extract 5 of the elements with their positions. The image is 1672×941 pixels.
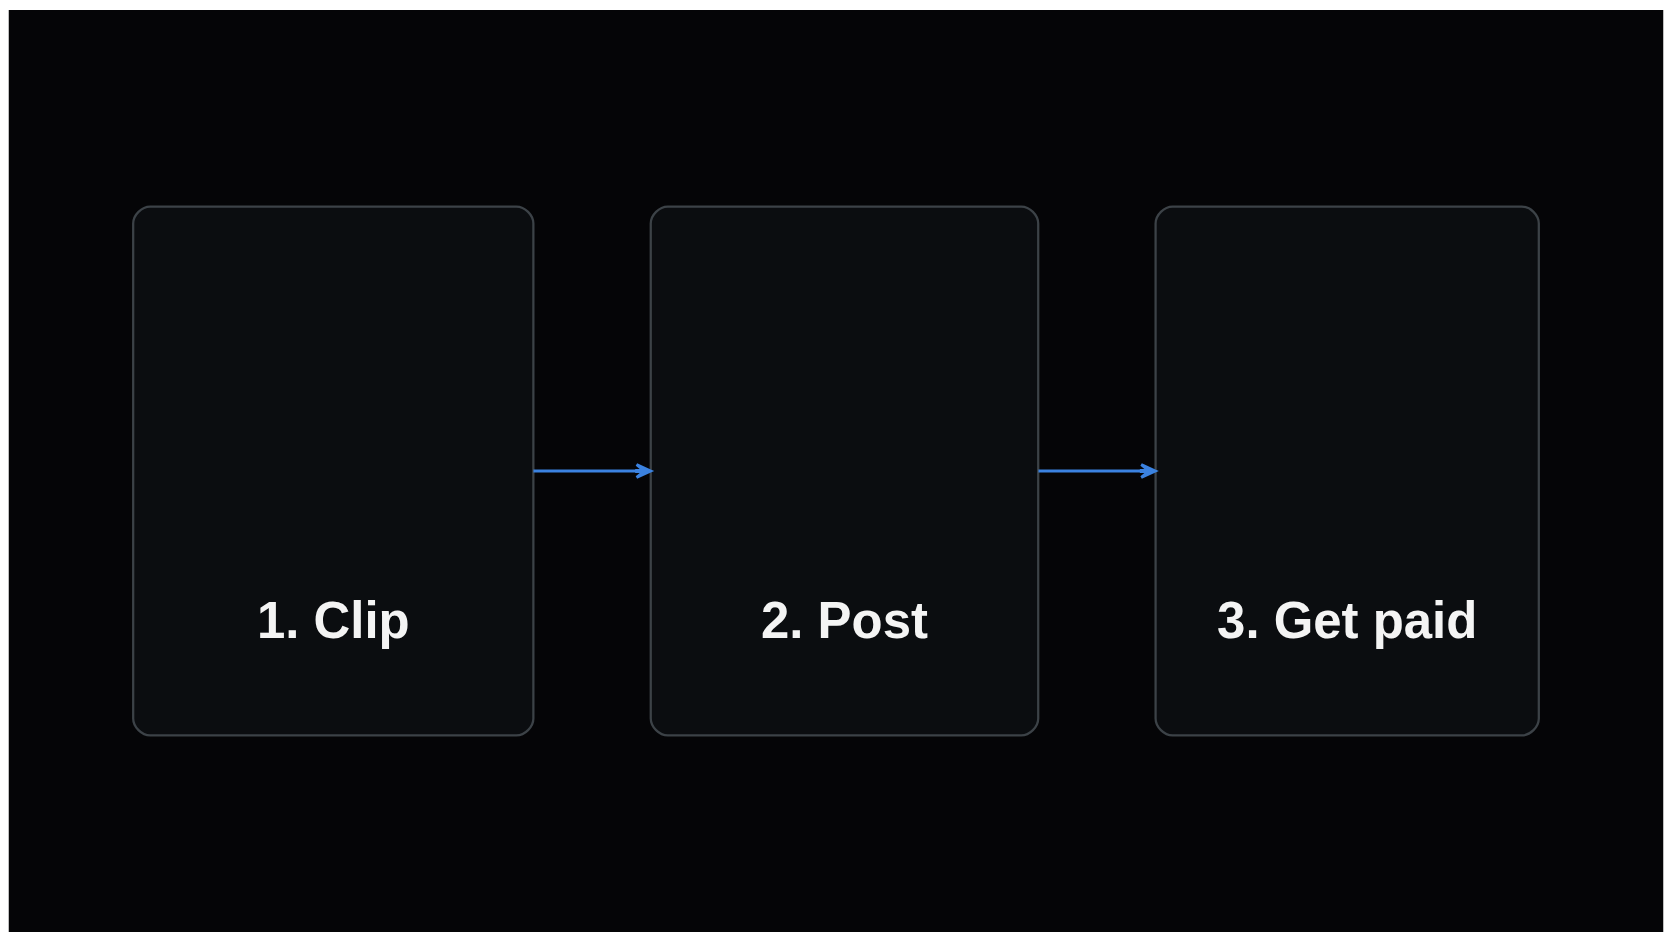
arrow xyxy=(533,462,653,479)
node-box: 1. Clip xyxy=(132,204,535,737)
arrow xyxy=(1038,462,1157,479)
node-box: 3. Get paid xyxy=(1154,204,1540,737)
node-box: 2. Post xyxy=(649,204,1040,737)
